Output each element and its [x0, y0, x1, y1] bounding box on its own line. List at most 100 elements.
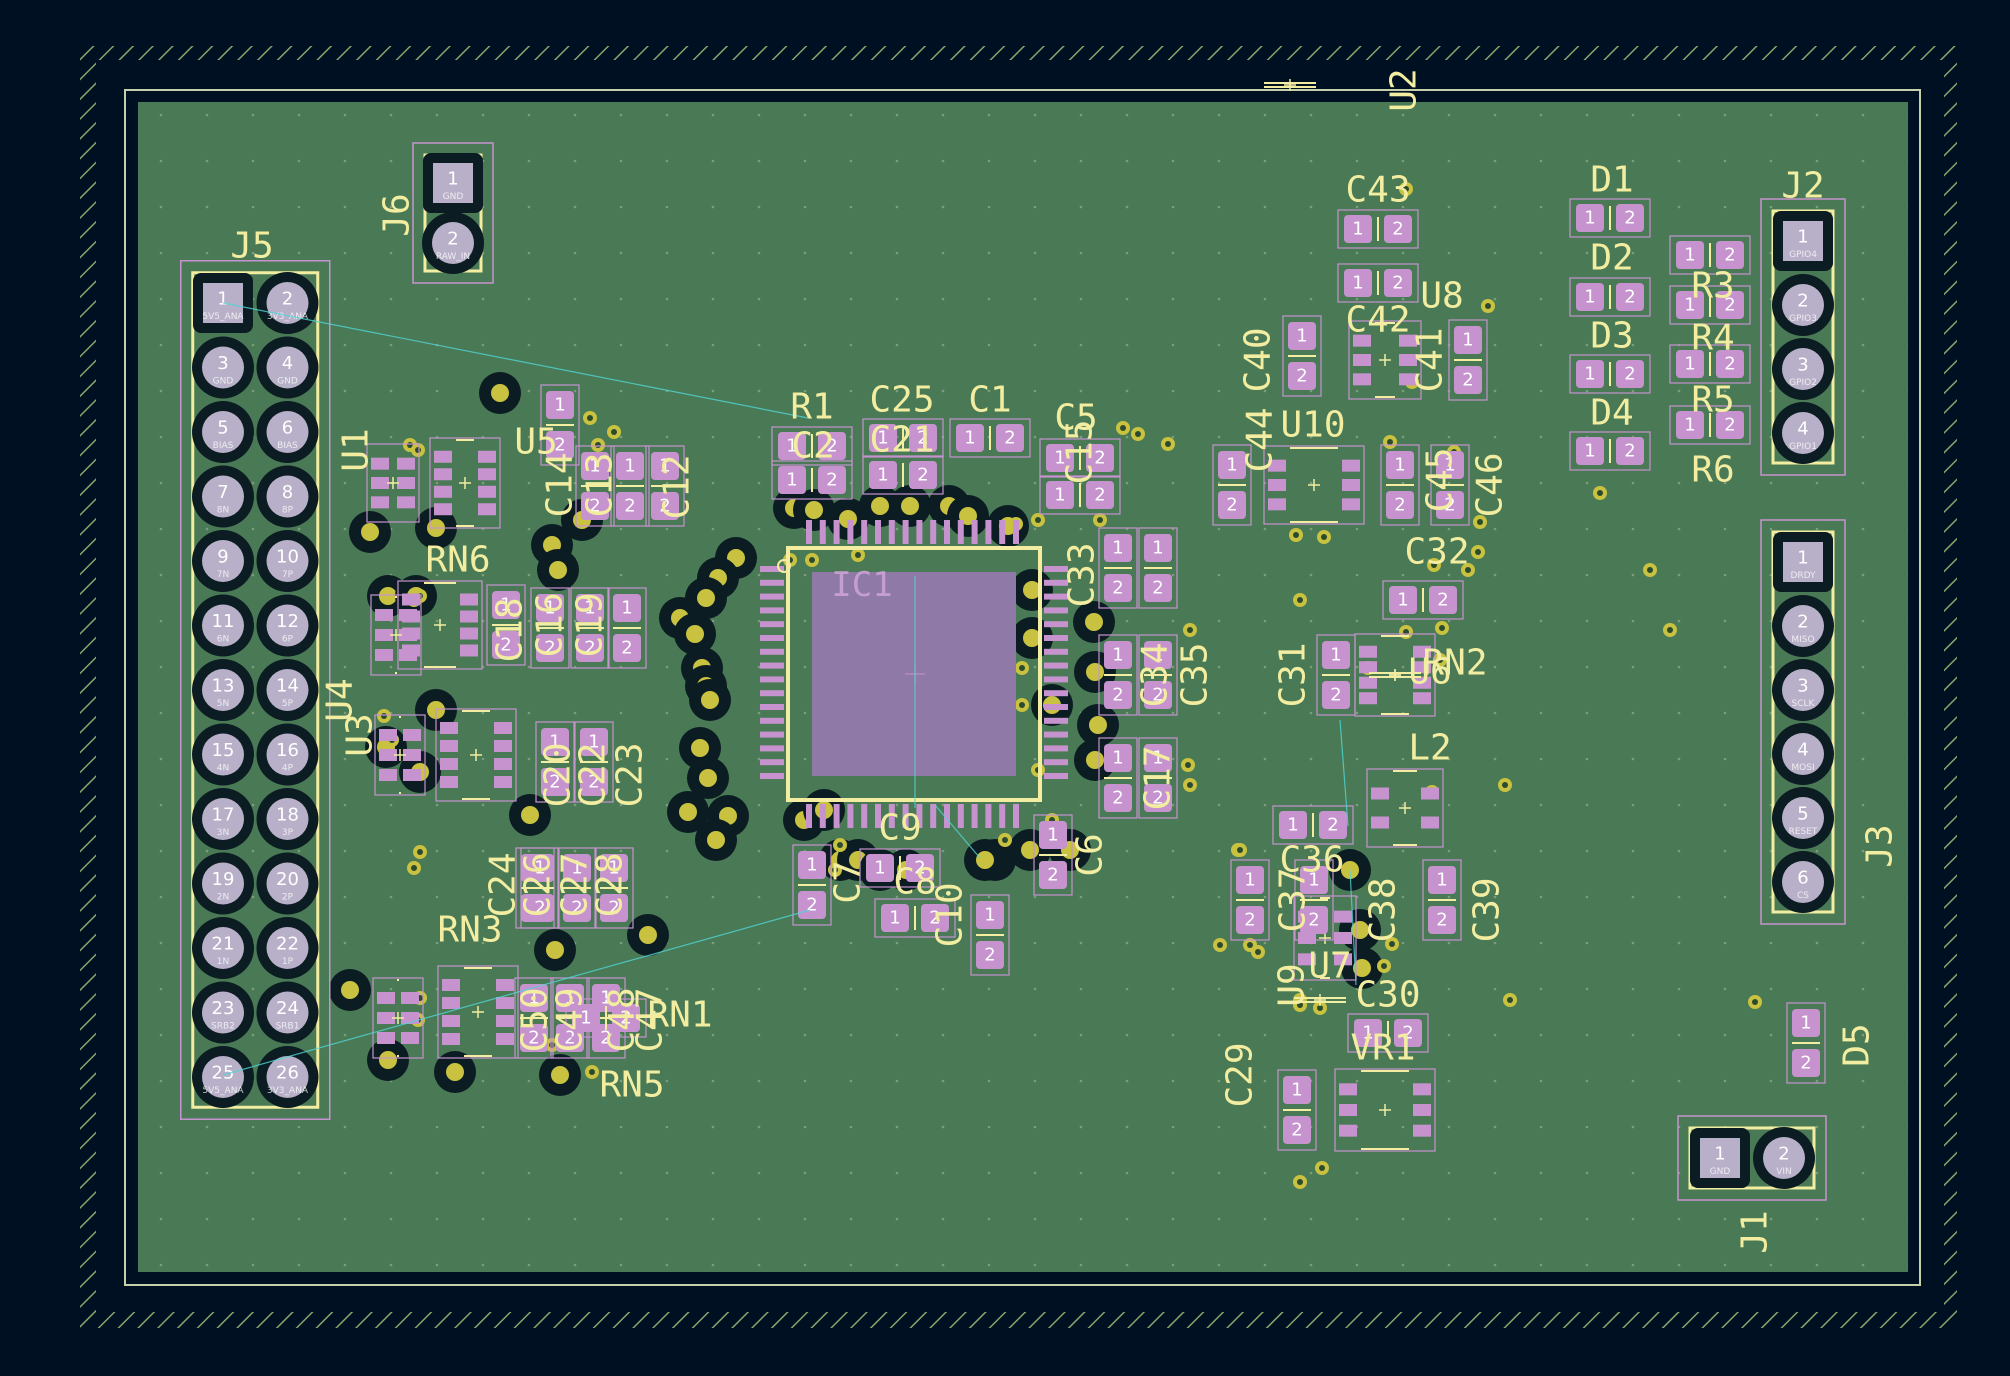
pad[interactable] — [1236, 866, 1264, 894]
component-u1[interactable] — [366, 443, 420, 523]
pad[interactable] — [760, 759, 784, 766]
pad[interactable] — [906, 854, 934, 882]
pad[interactable] — [266, 862, 309, 905]
pad[interactable] — [478, 503, 496, 516]
pad[interactable] — [496, 1033, 514, 1045]
pad[interactable] — [266, 540, 309, 582]
pad[interactable] — [526, 854, 554, 882]
pad[interactable] — [1144, 744, 1172, 772]
pad[interactable] — [909, 424, 937, 452]
pad[interactable] — [1044, 731, 1068, 738]
pad[interactable] — [1044, 648, 1068, 655]
pad[interactable] — [760, 593, 784, 600]
pad[interactable] — [434, 503, 452, 516]
pad[interactable] — [760, 704, 784, 710]
pad[interactable] — [202, 991, 244, 1034]
pad[interactable] — [1334, 953, 1352, 966]
component-c16[interactable]: 12 — [530, 587, 570, 669]
pad[interactable] — [1782, 284, 1824, 326]
pad[interactable] — [202, 862, 244, 905]
pad[interactable] — [1288, 362, 1316, 390]
pad[interactable] — [1322, 641, 1350, 669]
pad[interactable] — [1616, 204, 1644, 232]
pad[interactable] — [819, 520, 826, 544]
pad[interactable] — [1413, 1083, 1431, 1096]
pad[interactable] — [869, 461, 897, 489]
pad[interactable] — [478, 450, 496, 463]
pad[interactable] — [1421, 816, 1439, 829]
pad[interactable] — [572, 1004, 600, 1032]
pad[interactable] — [1236, 906, 1264, 934]
pad[interactable] — [600, 854, 628, 882]
pad[interactable] — [1144, 574, 1172, 602]
pad[interactable] — [1384, 269, 1412, 297]
pad[interactable] — [1279, 811, 1307, 839]
pad[interactable] — [440, 740, 458, 752]
pad[interactable] — [1144, 534, 1172, 562]
component-c10[interactable]: 12 — [970, 894, 1010, 976]
pad[interactable] — [1044, 690, 1068, 697]
pad[interactable] — [478, 485, 496, 498]
pad[interactable] — [377, 992, 395, 1004]
pad[interactable] — [1782, 412, 1824, 454]
pad[interactable] — [1288, 322, 1316, 350]
pad[interactable] — [1676, 291, 1704, 319]
pad[interactable] — [202, 604, 244, 647]
pad[interactable] — [600, 894, 628, 922]
pad[interactable] — [1339, 1083, 1357, 1096]
pad[interactable] — [1013, 520, 1019, 544]
pad[interactable] — [806, 520, 812, 544]
pad[interactable] — [1344, 215, 1372, 243]
pad[interactable] — [1676, 241, 1704, 269]
pad[interactable] — [1268, 498, 1286, 511]
pad[interactable] — [798, 851, 826, 879]
pad[interactable] — [1044, 593, 1068, 600]
pad[interactable] — [1044, 717, 1068, 724]
pad[interactable] — [478, 468, 496, 481]
component-rn1[interactable] — [437, 965, 519, 1059]
pad[interactable] — [1399, 373, 1417, 386]
pad[interactable] — [1384, 215, 1412, 243]
pad[interactable] — [1413, 661, 1431, 674]
pad[interactable] — [760, 635, 784, 641]
pad[interactable] — [375, 609, 393, 621]
pad[interactable] — [861, 520, 868, 544]
pad[interactable] — [760, 648, 784, 655]
pad[interactable] — [778, 432, 806, 460]
pad[interactable] — [1399, 354, 1417, 366]
pad[interactable] — [541, 768, 569, 796]
pad[interactable] — [1144, 641, 1172, 669]
pad[interactable] — [818, 466, 846, 494]
pad[interactable] — [1298, 932, 1316, 944]
pad[interactable] — [592, 984, 620, 1012]
pad[interactable] — [402, 593, 420, 606]
component-c28[interactable]: 12 — [594, 847, 634, 929]
pad[interactable] — [1782, 797, 1824, 839]
pad[interactable] — [266, 991, 309, 1034]
pad[interactable] — [1429, 586, 1457, 614]
pad[interactable] — [442, 1033, 460, 1045]
pad[interactable] — [869, 424, 897, 452]
pad[interactable] — [1413, 1104, 1431, 1116]
pad[interactable] — [442, 979, 460, 991]
pad[interactable] — [1359, 676, 1377, 689]
pad[interactable] — [1359, 645, 1377, 658]
pad[interactable] — [377, 1012, 395, 1024]
pad[interactable] — [866, 854, 894, 882]
component-u2[interactable] — [1264, 79, 1316, 91]
pad[interactable] — [1013, 804, 1019, 828]
pad[interactable] — [1322, 681, 1350, 709]
pad[interactable] — [1046, 481, 1074, 509]
component-c39[interactable]: 12 — [1422, 859, 1462, 941]
pad[interactable] — [1046, 444, 1074, 472]
pad[interactable] — [1342, 479, 1360, 491]
